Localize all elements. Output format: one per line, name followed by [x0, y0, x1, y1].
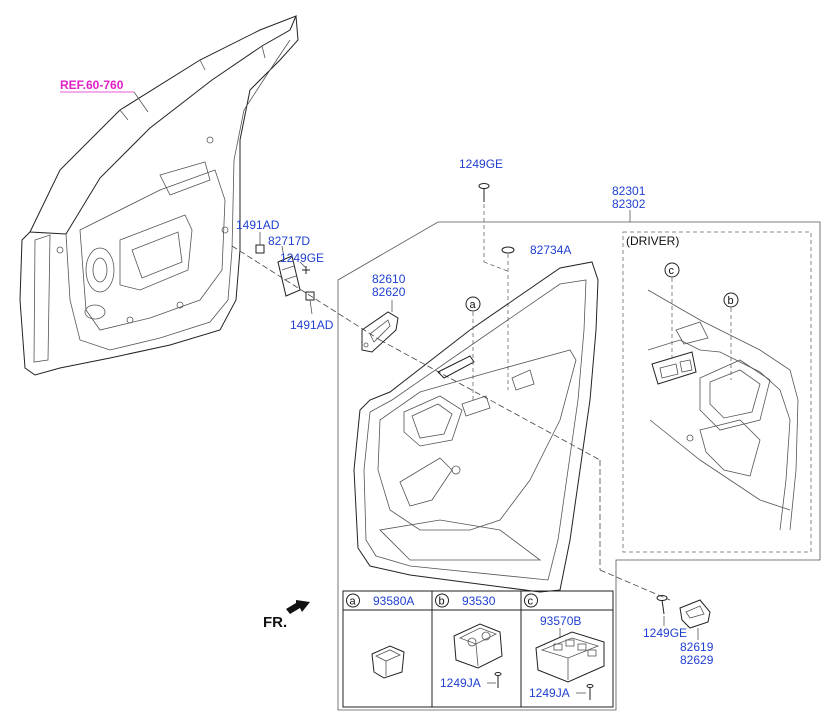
parts-table: a 93580A b 93530 c 1249JA 93570B — [342, 590, 614, 708]
label-screw-bottom: 1249GE — [643, 626, 687, 640]
clip-shape — [501, 246, 515, 254]
driver-inset-detail — [647, 289, 799, 531]
table-letter-a: a — [350, 596, 357, 608]
table-part-b: 93530 — [462, 594, 496, 608]
driver-callout-b: b — [728, 295, 734, 307]
screw-b-shape — [494, 672, 502, 688]
label-pocket-1: 82619 — [680, 640, 714, 654]
driver-inset-title: (DRIVER) — [626, 234, 679, 248]
door-trim-panel — [353, 261, 599, 593]
label-trim-assy-1: 82301 — [612, 184, 646, 198]
driver-inset-box — [622, 231, 812, 553]
callout-a: a — [470, 299, 477, 311]
label-nut-a: 1491AD — [236, 218, 280, 232]
pocket-shape — [679, 599, 711, 629]
direction-label: FR. — [263, 614, 287, 631]
switch-a-shape — [371, 645, 405, 679]
label-clip: 82734A — [530, 243, 571, 257]
direction-arrow-icon — [286, 600, 310, 614]
table-screw-c: 1249JA — [529, 686, 570, 700]
screw-bottom-shape — [656, 595, 668, 615]
trim-group-frame — [337, 221, 821, 711]
label-handle-1: 82610 — [372, 272, 406, 286]
table-letter-c: c — [528, 596, 534, 608]
table-screw-b: 1249JA — [440, 676, 481, 690]
bolt-top-shape — [478, 183, 490, 202]
label-screw-bracket: 1249GE — [280, 251, 324, 265]
table-letter-b: b — [439, 596, 445, 608]
label-bolt-top: 1249GE — [459, 157, 503, 171]
screw-bracket-shape — [302, 266, 310, 274]
screw-c-shape — [586, 684, 594, 700]
label-pocket-2: 82629 — [680, 653, 714, 667]
label-bracket: 82717D — [268, 234, 310, 248]
bracket-shape — [277, 255, 301, 297]
table-part-c: 93570B — [540, 614, 581, 628]
nut-a-shape — [255, 244, 265, 254]
driver-callout-c: c — [669, 265, 675, 277]
bracket-cluster — [255, 232, 315, 315]
inner-handle-shape — [361, 311, 399, 353]
label-nut-b: 1491AD — [290, 318, 334, 332]
switch-c-shape — [535, 631, 605, 683]
label-trim-assy-2: 82302 — [612, 197, 646, 211]
label-handle-2: 82620 — [372, 285, 406, 299]
table-part-a: 93580A — [373, 594, 414, 608]
door-frame — [19, 15, 299, 376]
switch-b-shape — [453, 623, 503, 669]
reference-label: REF.60-760 — [60, 78, 124, 92]
